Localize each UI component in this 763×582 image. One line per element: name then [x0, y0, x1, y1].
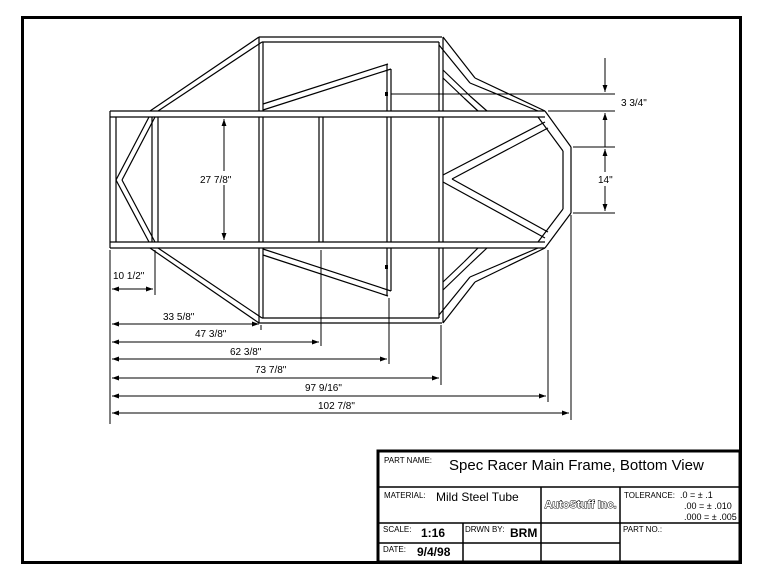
material-label: MATERIAL: — [384, 491, 426, 500]
material-value: Mild Steel Tube — [436, 490, 519, 504]
dim-label-27-7-8: 27 7/8" — [200, 175, 232, 186]
date-value: 9/4/98 — [417, 545, 451, 559]
dimension-lines — [109, 58, 615, 424]
dim-label-97-9-16: 97 9/16" — [305, 383, 342, 394]
dim-label-47-3-8: 47 3/8" — [195, 329, 227, 340]
dim-label-14: 14" — [598, 175, 613, 186]
tolerance-line-1: .0 = ± .1 — [680, 490, 713, 500]
drawn-by-value: BRM — [510, 526, 537, 540]
company-logo: AutoStuff Inc. — [544, 499, 616, 511]
title-block: PART NAME: Spec Racer Main Frame, Bottom… — [376, 449, 742, 564]
pickup-tab — [385, 92, 388, 96]
part-no-label: PART NO.: — [623, 525, 662, 534]
pickup-tab — [385, 265, 388, 269]
date-label: DATE: — [383, 545, 406, 554]
dim-label-62-3-8: 62 3/8" — [230, 347, 262, 358]
tolerance-line-3: .000 = ± .005 — [684, 512, 737, 522]
dim-label-10-1-2: 10 1/2" — [113, 271, 145, 282]
part-name-label: PART NAME: — [384, 456, 432, 465]
dimension-labels: 3 3/4" 14" 27 7/8" 10 1/2" 33 5/8" 47 3/… — [113, 98, 647, 412]
scale-label: SCALE: — [383, 525, 411, 534]
dim-label-3-3-4: 3 3/4" — [621, 98, 647, 109]
part-name-value: Spec Racer Main Frame, Bottom View — [449, 457, 704, 474]
tolerance-line-2: .00 = ± .010 — [684, 501, 732, 511]
scale-value: 1:16 — [421, 526, 445, 540]
main-frame — [109, 36, 572, 324]
dim-label-102-7-8: 102 7/8" — [318, 401, 355, 412]
drawn-by-label: DRWN BY: — [465, 525, 504, 534]
tolerance-label: TOLERANCE: — [624, 491, 675, 500]
dim-label-73-7-8: 73 7/8" — [255, 365, 287, 376]
dim-label-33-5-8: 33 5/8" — [163, 312, 195, 323]
